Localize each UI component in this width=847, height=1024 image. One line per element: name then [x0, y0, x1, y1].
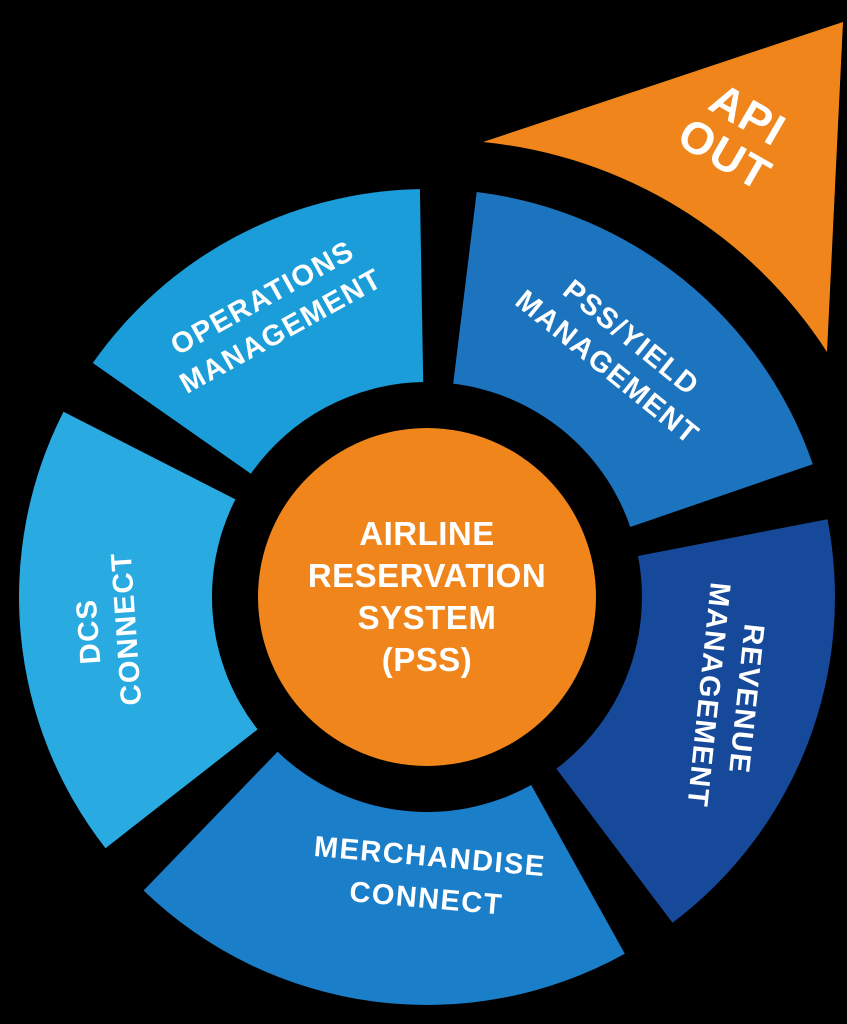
- center-label-line1: AIRLINE: [359, 515, 495, 552]
- segment-dcs-connect: [19, 411, 258, 849]
- segment-revenue-management: [556, 519, 835, 923]
- center-hub-label: AIRLINE RESERVATION SYSTEM (PSS): [308, 515, 546, 678]
- center-label-line3: SYSTEM: [358, 599, 497, 636]
- segment-operations-management: [92, 189, 424, 474]
- dcs-connect-label-line1: DCS: [71, 597, 108, 665]
- center-hub-circle: [258, 428, 596, 766]
- center-label-line2: RESERVATION: [308, 557, 546, 594]
- segment-pss-yield-management: [453, 192, 813, 527]
- center-label-line4: (PSS): [382, 641, 473, 678]
- segment-merchandise-connect: [143, 751, 625, 1005]
- api-out-arrow-shape: [483, 22, 843, 352]
